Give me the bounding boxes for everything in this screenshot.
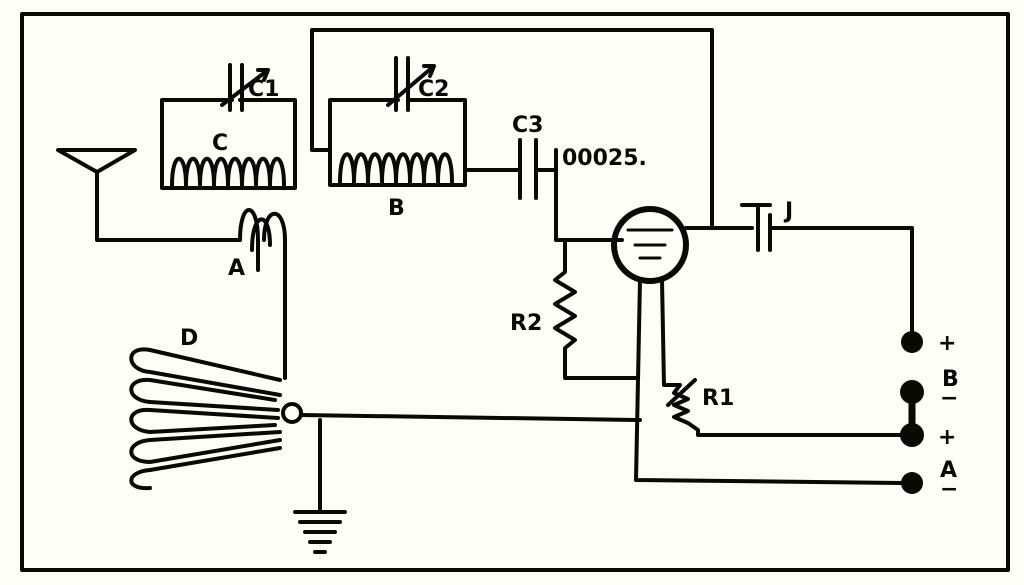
feedback-wire	[310, 28, 714, 230]
label-a-plus: +	[938, 425, 956, 450]
label-d: D	[180, 326, 198, 351]
label-c1: C1	[248, 77, 279, 102]
label-a-battery: A	[940, 458, 957, 483]
label-r2: R2	[510, 311, 542, 336]
label-c3: C3	[512, 113, 543, 138]
label-b-plus: +	[938, 331, 956, 356]
switch-pivot	[281, 402, 303, 424]
capacitor-c3: C3 00025.	[463, 113, 647, 242]
antenna	[56, 148, 242, 242]
tuning-c: C1 C	[160, 63, 297, 190]
ground	[293, 413, 642, 554]
battery-terminals: + B − + A −	[900, 331, 959, 502]
label-c: C	[212, 131, 228, 156]
label-j: J	[783, 199, 793, 224]
jack-j: J	[684, 199, 914, 334]
label-b-coil: B	[388, 196, 405, 221]
label-a: A	[228, 256, 245, 281]
terminal-b-plus	[901, 331, 923, 353]
resistor-r2: R2	[510, 238, 638, 380]
label-c2: C2	[418, 77, 449, 102]
filament-a-minus-wire	[634, 278, 904, 485]
terminal-a-plus	[900, 423, 924, 447]
tuning-b: C2 B	[328, 56, 467, 221]
label-c3-value: 00025.	[562, 146, 647, 171]
vacuum-tube	[611, 206, 689, 284]
coil-d: D	[129, 326, 303, 491]
diagram-border	[20, 12, 1010, 572]
terminal-a-minus	[901, 472, 923, 494]
label-a-minus: −	[940, 477, 958, 502]
coil-a: A	[228, 208, 287, 380]
rheostat-r1: R1	[660, 278, 904, 437]
label-b-minus: −	[940, 386, 958, 411]
label-r1: R1	[702, 386, 734, 411]
label-b-battery: B	[942, 367, 959, 392]
